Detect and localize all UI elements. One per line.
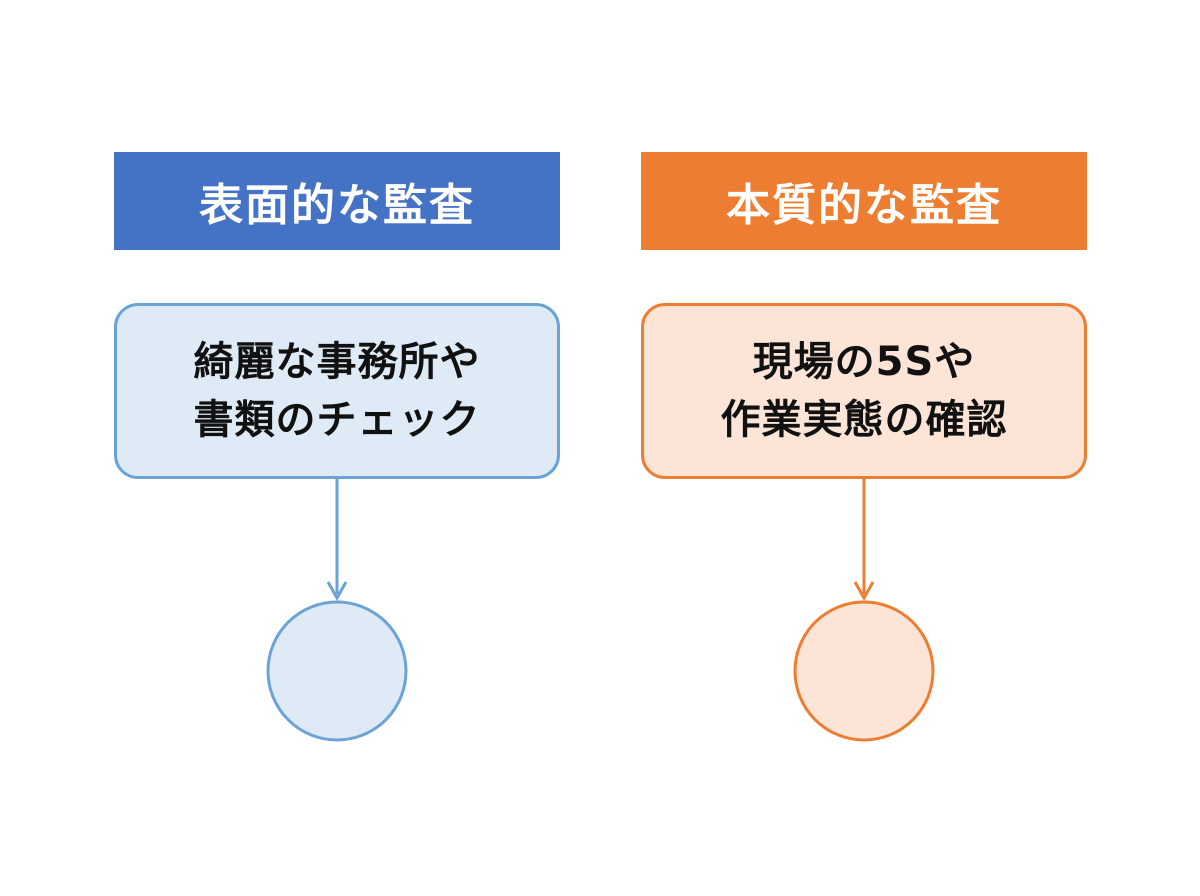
box-surface-audit: 綺麗な事務所や 書類のチェック bbox=[114, 303, 560, 479]
header-surface-audit-label: 表面的な監査 bbox=[199, 180, 475, 231]
arrow-head-left bbox=[326, 581, 348, 602]
header-essential-audit: 本質的な監査 bbox=[641, 152, 1087, 250]
result-circle-left bbox=[266, 600, 408, 742]
box-essential-audit-line1: 現場の5Sや bbox=[752, 339, 976, 385]
result-circle-right bbox=[793, 600, 935, 742]
box-essential-audit-line2: 作業実態の確認 bbox=[720, 397, 1008, 443]
arrow-head-right bbox=[853, 581, 875, 602]
header-essential-audit-label: 本質的な監査 bbox=[726, 180, 1002, 231]
box-essential-audit: 現場の5Sや 作業実態の確認 bbox=[641, 303, 1087, 479]
box-surface-audit-line1: 綺麗な事務所や bbox=[193, 339, 481, 385]
header-surface-audit: 表面的な監査 bbox=[114, 152, 560, 250]
box-surface-audit-line2: 書類のチェック bbox=[193, 397, 481, 443]
